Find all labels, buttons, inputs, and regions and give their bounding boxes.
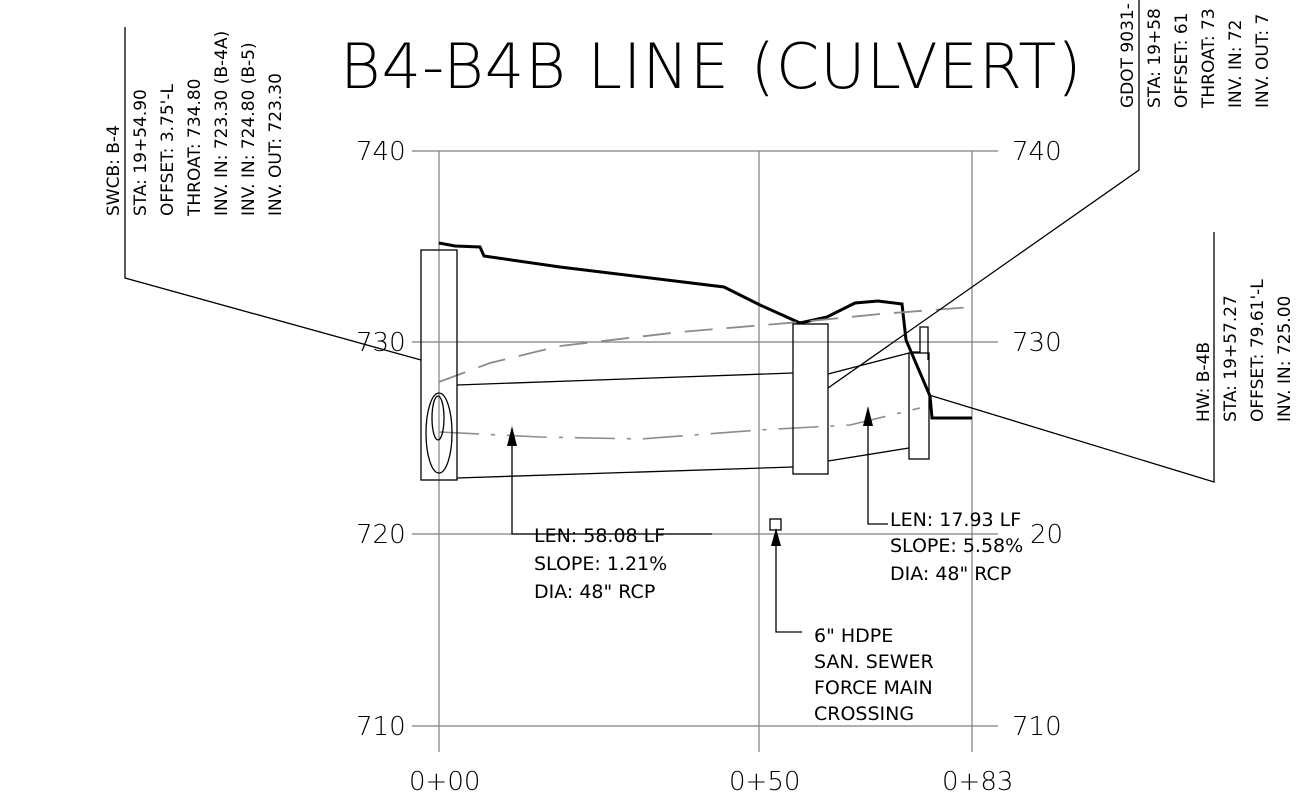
gdot-line-1: GDOT 9031- (1118, 3, 1138, 108)
elevation-label-right-720: 20 (1030, 520, 1063, 550)
structure-gdot-box (792, 323, 829, 475)
swcb-b4-line-3: OFFSET: 3.75'-L (158, 84, 178, 216)
swcb-b4-line-6: INV. IN: 724.80 (B-5) (239, 42, 259, 216)
gdot-line-3: OFFSET: 61 (1172, 13, 1192, 108)
pipe2-arrowhead (863, 406, 873, 426)
swcb-b4-line-5: INV. IN: 723.30 (B-4A) (212, 31, 232, 216)
hw-b4b-line-3: OFFSET: 79.61'-L (1248, 279, 1268, 422)
pipe2-label-leader (867, 412, 888, 525)
hw-b4b-callout: HW: B-4B STA: 19+57.27 OFFSET: 79.61'-L … (1194, 279, 1295, 422)
hw-b4b-line-4: INV. IN: 725.00 (1275, 296, 1295, 422)
crossing-label-leader (775, 534, 802, 633)
proposed-grade-line (438, 306, 973, 383)
leader-swcb-b4 (124, 27, 422, 361)
crossing-arrowhead (771, 528, 781, 546)
hw-b4b-line-1: HW: B-4B (1194, 342, 1214, 422)
leader-hw-b4b (928, 232, 1215, 483)
pipe1-label: LEN: 58.08 LF SLOPE: 1.21% DIA: 48" RCP (534, 525, 667, 603)
drawing-title: B4-B4B LINE (CULVERT) (340, 30, 1082, 103)
crossing-line-2: SAN. SEWER (814, 651, 934, 673)
pipe1-crown (456, 372, 794, 386)
gdot-line-2: STA: 19+58 (1145, 8, 1165, 108)
structure-b4-box (420, 249, 458, 481)
gdot-line-6: INV. OUT: 7 (1253, 14, 1273, 108)
station-label-0-83: 0+83 (942, 767, 1013, 797)
elevation-label-right-710: 710 (1012, 712, 1062, 742)
elevation-label-right-730: 730 (1012, 328, 1062, 358)
elevation-label-left-740: 740 (356, 137, 406, 167)
gdot-line-4: THROAT: 73 (1199, 8, 1219, 109)
pipe2-label: LEN: 17.93 LF SLOPE: 5.58% DIA: 48" RCP (890, 509, 1023, 585)
structure-hw-b4b-wall (912, 326, 929, 360)
station-label-0-00: 0+00 (409, 767, 480, 797)
pipe1-label-leader (511, 432, 712, 535)
swcb-b4-callout: SWCB: B-4 STA: 19+54.90 OFFSET: 3.75'-L … (104, 31, 286, 217)
pipe-centerline (438, 407, 921, 440)
elevation-label-left-710: 710 (356, 712, 406, 742)
leader-gdot-structure (827, 0, 1140, 389)
swcb-b4-line-4: THROAT: 734.80 (185, 78, 205, 217)
crossing-line-4: CROSSING (814, 703, 914, 725)
pipe1-slope: SLOPE: 1.21% (534, 553, 667, 575)
crossing-label: 6" HDPE SAN. SEWER FORCE MAIN CROSSING (814, 625, 934, 725)
swcb-b4-line-1: SWCB: B-4 (104, 125, 124, 216)
pipe2-diameter: DIA: 48" RCP (890, 563, 1011, 585)
gdot-structure-callout: GDOT 9031- STA: 19+58 OFFSET: 61 THROAT:… (1118, 3, 1273, 109)
pipe1-invert (456, 466, 794, 479)
station-label-0-50: 0+50 (729, 767, 800, 797)
existing-ground-line (438, 241, 972, 420)
sewer-crossing-marker (769, 518, 782, 531)
swcb-b4-line-7: INV. OUT: 723.30 (266, 73, 286, 216)
pipe1-arrowhead (507, 426, 517, 446)
elevation-label-left-720: 720 (356, 520, 406, 550)
crossing-line-1: 6" HDPE (814, 625, 893, 647)
pipe1-diameter: DIA: 48" RCP (534, 581, 655, 603)
pipe2-crown (827, 352, 910, 375)
swcb-b4-line-2: STA: 19+54.90 (131, 89, 151, 216)
hw-b4b-line-2: STA: 19+57.27 (1221, 295, 1241, 422)
structure-b4-pipe-opening (425, 392, 453, 474)
pipe2-slope: SLOPE: 5.58% (890, 535, 1023, 557)
pipe2-length: LEN: 17.93 LF (890, 509, 1021, 531)
gdot-line-5: INV. IN: 72 (1226, 20, 1246, 108)
crossing-line-3: FORCE MAIN (814, 677, 933, 699)
elevation-label-right-740: 740 (1012, 137, 1062, 167)
structure-hw-b4b-box (908, 352, 930, 460)
structure-b4-pipe-opening-inner (431, 395, 445, 441)
pipe1-length: LEN: 58.08 LF (534, 525, 665, 547)
